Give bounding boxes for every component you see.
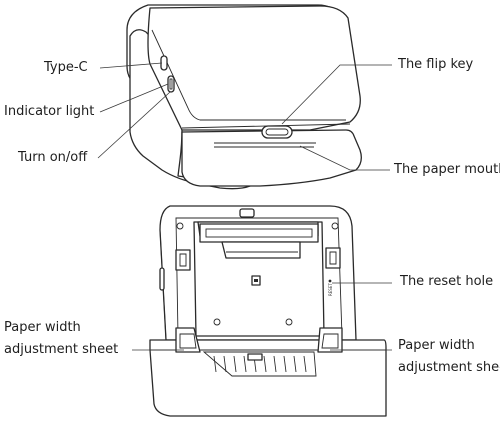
closed-printer bbox=[126, 4, 362, 190]
label-turn-on-off: Turn on/off bbox=[18, 150, 88, 165]
leader-lines bbox=[97, 62, 392, 351]
label-reset-hole: The reset hole bbox=[400, 274, 494, 289]
label-indicator-light: Indicator light bbox=[4, 104, 95, 119]
label-paper-width-left-line2: adjustment sheet bbox=[4, 342, 119, 357]
leader-turn-on-off bbox=[97, 91, 171, 159]
label-paper-width-left-line1: Paper width bbox=[4, 320, 81, 335]
label-type-c: Type-C bbox=[44, 60, 88, 75]
leader-type-c bbox=[99, 62, 163, 69]
label-paper-mouth: The paper mouth bbox=[394, 162, 500, 177]
leader-paper-mouth bbox=[299, 145, 390, 171]
label-flip-key: The flip key bbox=[398, 57, 474, 72]
label-paper-width-right-line1: Paper width bbox=[398, 338, 475, 353]
reset-marking: RESET bbox=[328, 283, 333, 296]
open-printer: RESET bbox=[149, 205, 387, 417]
leader-flip-key bbox=[281, 64, 392, 125]
leader-indicator-light bbox=[99, 83, 169, 113]
label-paper-width-right-line2: adjustment sheet bbox=[398, 360, 500, 375]
